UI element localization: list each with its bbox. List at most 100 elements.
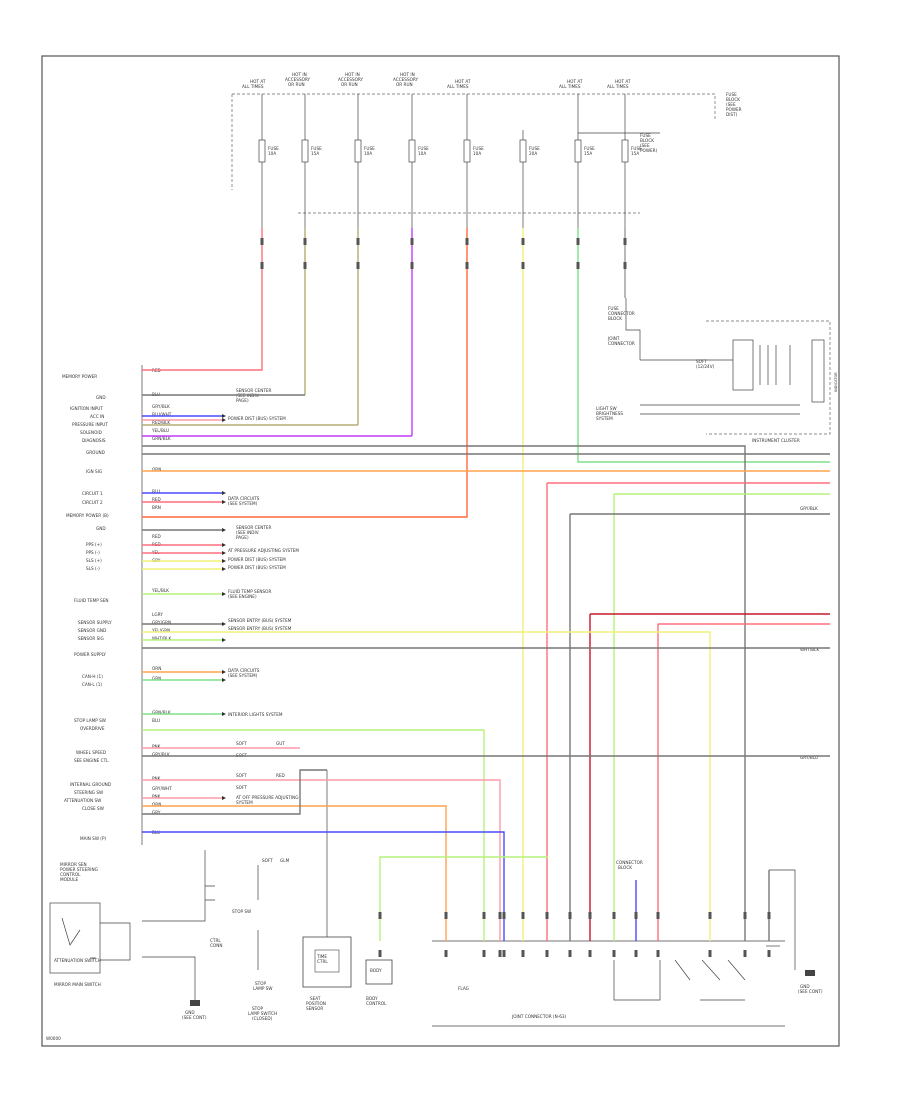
svg-text:SOFT: SOFT [236, 773, 247, 778]
connector-pin [623, 238, 627, 245]
svg-text:BLOCK: BLOCK [618, 865, 632, 870]
svg-text:(CLOSED): (CLOSED) [252, 1016, 273, 1021]
svg-text:GRY/BLU: GRY/BLU [800, 755, 818, 760]
svg-text:LAMP SW: LAMP SW [253, 986, 273, 991]
svg-text:MIRROR MAIN SWITCH: MIRROR MAIN SWITCH [54, 982, 101, 987]
joint-connector: JOINT CONNECTOR (N-63) FLAG CONNECTORBLO… [432, 860, 785, 1027]
svg-text:INSTRUMENT CLUSTER: INSTRUMENT CLUSTER [752, 438, 800, 443]
wire [142, 831, 505, 941]
svg-text:SOFT: SOFT [696, 359, 707, 364]
svg-text:SENSOR SUPPLY: SENSOR SUPPLY [78, 620, 112, 625]
connector-pin [410, 262, 414, 269]
svg-text:ORN: ORN [152, 467, 161, 472]
svg-text:BLOCK: BLOCK [726, 97, 740, 102]
svg-text:FUSE: FUSE [268, 146, 279, 151]
svg-text:CLOSE SW: CLOSE SW [82, 806, 104, 811]
wire [142, 445, 746, 941]
svg-text:DATA CIRCUITS: DATA CIRCUITS [228, 496, 260, 501]
connector-pin [708, 912, 712, 919]
svg-text:FUSE: FUSE [418, 146, 429, 151]
connector-pin [465, 262, 469, 269]
svg-text:DATA CIRCUITS: DATA CIRCUITS [228, 668, 260, 673]
connector-pin [521, 262, 525, 269]
svg-text:10A: 10A [418, 151, 426, 156]
svg-text:20A: 20A [529, 151, 537, 156]
svg-text:ORN: ORN [152, 666, 161, 671]
connector-pin [260, 238, 264, 245]
svg-text:STOP: STOP [252, 1006, 264, 1011]
svg-text:ALL TIMES: ALL TIMES [607, 84, 629, 89]
svg-text:10A: 10A [268, 151, 276, 156]
connector-pin [410, 238, 414, 245]
svg-text:(SEE SYSTEM): (SEE SYSTEM) [228, 673, 258, 678]
svg-text:WHEEL SPEED: WHEEL SPEED [76, 750, 106, 755]
svg-text:MEMORY POWER: MEMORY POWER [62, 374, 97, 379]
svg-text:MAIN SW (P): MAIN SW (P) [80, 836, 106, 841]
svg-text:GND: GND [185, 1010, 195, 1015]
svg-text:GND: GND [800, 984, 810, 989]
diagram-frame [41, 55, 840, 1047]
svg-text:YEL/GRN: YEL/GRN [151, 628, 170, 633]
connector-pin [612, 912, 616, 919]
svg-text:MIRROR SEN: MIRROR SEN [60, 862, 87, 867]
svg-text:SENSOR SIG: SENSOR SIG [78, 636, 104, 641]
wire-code-group: RED BLU GRY/BLK BLU/WHT RED/BLK YEL/BLU … [151, 368, 172, 835]
svg-text:FUSE: FUSE [608, 306, 619, 311]
svg-text:CONTROL: CONTROL [366, 1001, 387, 1006]
svg-text:(SEE: (SEE [640, 143, 650, 148]
connector-pin [656, 912, 660, 919]
wire [142, 228, 263, 371]
svg-text:ACC IN: ACC IN [90, 414, 104, 419]
svg-text:(SEE CONT): (SEE CONT) [182, 1015, 207, 1020]
svg-text:GRY/BLK: GRY/BLK [152, 404, 170, 409]
svg-text:INTERIOR LIGHTS SYSTEM: INTERIOR LIGHTS SYSTEM [228, 712, 283, 717]
svg-text:FUSE: FUSE [364, 146, 375, 151]
svg-text:POWER STEERING: POWER STEERING [60, 867, 98, 872]
svg-text:PAGE): PAGE) [236, 398, 249, 403]
svg-text:15A: 15A [584, 151, 592, 156]
svg-text:FUSE: FUSE [311, 146, 322, 151]
svg-text:GRY/GRN: GRY/GRN [152, 620, 171, 625]
svg-text:ACCESSORY: ACCESSORY [338, 77, 364, 82]
svg-text:SLS (+): SLS (+) [86, 558, 102, 563]
svg-text:LIGHT SW: LIGHT SW [596, 406, 617, 411]
svg-text:FLUID TEMP SEN: FLUID TEMP SEN [74, 598, 109, 603]
svg-text:(SEE CONT): (SEE CONT) [798, 989, 823, 994]
svg-text:FUSE: FUSE [726, 92, 737, 97]
connector-pin [521, 912, 525, 919]
svg-text:SENSOR CENTER: SENSOR CENTER [236, 525, 272, 530]
top-bus-line [232, 93, 716, 120]
svg-text:BLOCK: BLOCK [640, 138, 654, 143]
svg-text:STOP LAMP SW: STOP LAMP SW [74, 718, 106, 723]
connector-pin [612, 950, 616, 957]
svg-text:JOINT CONNECTOR (N-63): JOINT CONNECTOR (N-63) [511, 1014, 567, 1019]
connector-pin [545, 950, 549, 957]
svg-text:10A: 10A [364, 151, 372, 156]
svg-text:GUT: GUT [276, 741, 285, 746]
connector-pin [521, 950, 525, 957]
svg-text:FLAG: FLAG [458, 986, 469, 991]
connector-pin [303, 238, 307, 245]
svg-text:YEL/BLU: YEL/BLU [151, 428, 169, 433]
svg-text:STOP: STOP [255, 981, 267, 986]
svg-text:POSITION: POSITION [306, 1001, 326, 1006]
svg-text:POWER): POWER) [640, 148, 658, 153]
svg-text:GRY: GRY [152, 810, 161, 815]
svg-text:TIME: TIME [316, 954, 327, 959]
connector-pin-group [260, 238, 771, 957]
svg-text:OVERDRIVE: OVERDRIVE [80, 726, 105, 731]
svg-text:SYSTEM: SYSTEM [236, 800, 253, 805]
svg-text:DIST): DIST) [726, 112, 738, 117]
description-group: SENSOR CENTER(SEE INDIV.PAGE) POWER DIST… [228, 388, 819, 805]
svg-text:GND: GND [96, 526, 106, 531]
